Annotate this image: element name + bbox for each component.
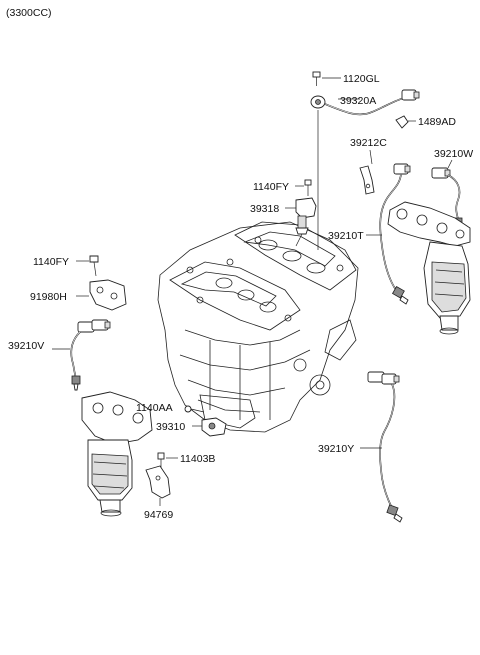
label-39210T: 39210T xyxy=(328,230,364,242)
exhaust-manifold-left xyxy=(81,391,153,517)
label-1140FY-top: 1140FY xyxy=(253,181,289,193)
bolt-1140FY-left xyxy=(76,255,99,277)
bolt-1140AA xyxy=(184,405,205,413)
label-91980H: 91980H xyxy=(30,291,67,303)
label-1120GL: 1120GL xyxy=(343,73,380,85)
sensor-39310 xyxy=(192,417,227,437)
label-1489AD: 1489AD xyxy=(418,116,456,128)
bolt-1120GL xyxy=(312,71,341,86)
label-39310: 39310 xyxy=(156,421,185,433)
label-94769: 94769 xyxy=(144,509,173,521)
o2-sensor-39210T xyxy=(366,163,411,305)
bolt-11403B xyxy=(157,452,178,468)
label-39320A: 39320A xyxy=(340,95,376,107)
o2-sensor-39210V xyxy=(52,319,111,391)
label-39212C: 39212C xyxy=(350,137,387,149)
engine-size-label: (3300CC) xyxy=(6,7,52,19)
label-39318: 39318 xyxy=(250,203,279,215)
label-1140FY-left: 1140FY xyxy=(33,256,69,268)
engine-block xyxy=(157,221,359,433)
o2-sensor-39210Y xyxy=(360,371,403,523)
exhaust-manifold-right xyxy=(387,201,471,335)
label-39210V: 39210V xyxy=(8,340,44,352)
label-1140AA: 1140AA xyxy=(136,402,173,414)
label-11403B: 11403B xyxy=(180,453,215,465)
sensor-39318 xyxy=(285,197,317,247)
bolt-1140FY-top xyxy=(295,179,312,196)
bracket-94769 xyxy=(145,465,171,506)
label-39210W: 39210W xyxy=(434,148,473,160)
label-39210Y: 39210Y xyxy=(318,443,354,455)
sensor-39320A xyxy=(310,89,420,250)
clip-1489AD xyxy=(395,115,416,129)
bracket-91980H xyxy=(76,279,127,311)
bracket-39212C xyxy=(359,149,375,195)
